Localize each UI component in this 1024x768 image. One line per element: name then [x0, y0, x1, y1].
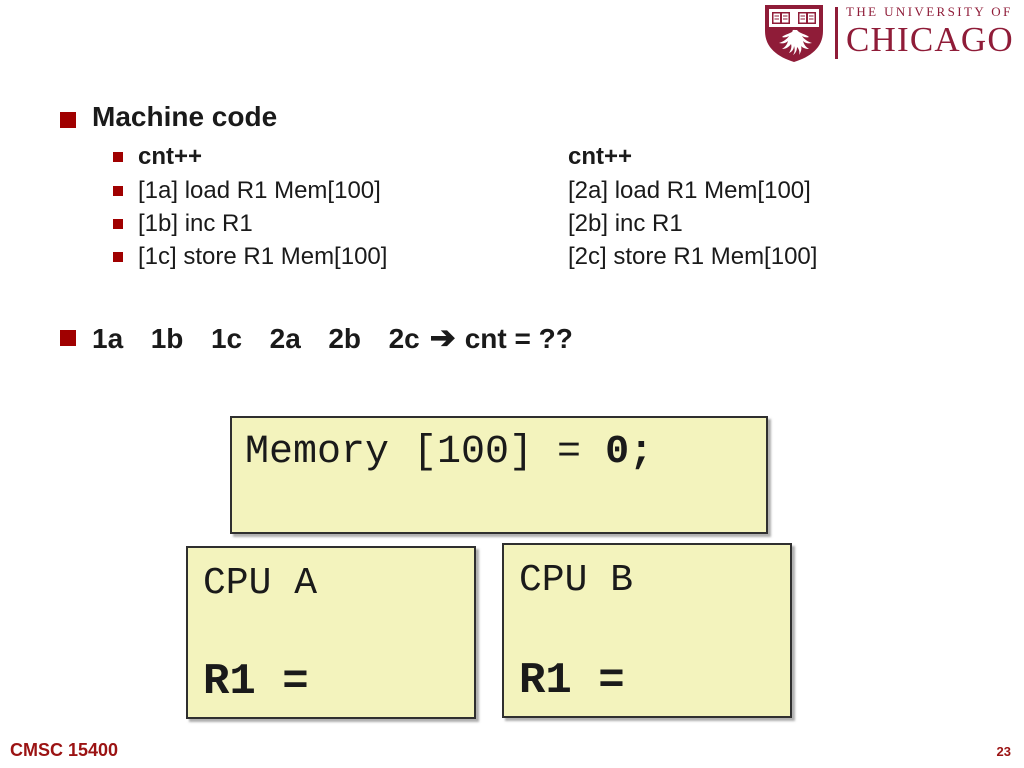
bullet-square-icon	[60, 112, 76, 128]
memory-label: Memory [100] =	[245, 430, 606, 475]
arrow-right-icon: ➔	[429, 320, 456, 355]
course-label: CMSC 15400	[10, 740, 119, 760]
memory-value: Memory [100] = 0;	[245, 430, 653, 475]
sub-bullet-square-icon	[113, 219, 123, 229]
logo-divider	[835, 7, 838, 59]
memory-initial-value: 0;	[605, 430, 654, 475]
university-wordmark: THE UNIVERSITY OF CHICAGO	[846, 4, 1022, 57]
uchicago-crest-icon	[765, 5, 823, 62]
sequence-result: cnt = ??	[464, 323, 573, 354]
page-number: 23	[996, 744, 1011, 759]
code-line-left: [1c] store R1 Mem[100]	[138, 243, 388, 270]
cpu-a-box: CPU A R1 =	[186, 546, 476, 719]
execution-sequence: 1a 1b 1c 2a 2b 2c ➔ cnt = ??	[92, 320, 573, 356]
university-wordmark-line1: THE UNIVERSITY OF	[846, 4, 1013, 19]
cpu-b-register: R1 =	[519, 656, 625, 706]
code-line-right: [2c] store R1 Mem[100]	[568, 243, 818, 270]
sub-bullet-square-icon	[113, 252, 123, 262]
sub-bullet-square-icon	[113, 186, 123, 196]
code-line-left: [1b] inc R1	[138, 210, 253, 237]
cpu-b-title: CPU B	[519, 559, 634, 602]
university-wordmark-line2: CHICAGO	[846, 20, 1014, 59]
cpu-b-box: CPU B R1 =	[502, 543, 792, 718]
code-line-left: [1a] load R1 Mem[100]	[138, 177, 381, 204]
sub-bullet-square-icon	[113, 152, 123, 162]
cpu-a-title: CPU A	[203, 562, 318, 605]
code-line-right: [2a] load R1 Mem[100]	[568, 177, 811, 204]
memory-box: Memory [100] = 0;	[230, 416, 768, 534]
code-line-left: cnt++	[138, 143, 203, 170]
sequence-order: 1a 1b 1c 2a 2b 2c	[92, 323, 420, 354]
slide-heading: Machine code	[92, 101, 278, 132]
bullet-square-icon	[60, 330, 76, 346]
code-line-right: cnt++	[568, 143, 633, 170]
code-line-right: [2b] inc R1	[568, 210, 683, 237]
cpu-a-register: R1 =	[203, 657, 309, 707]
